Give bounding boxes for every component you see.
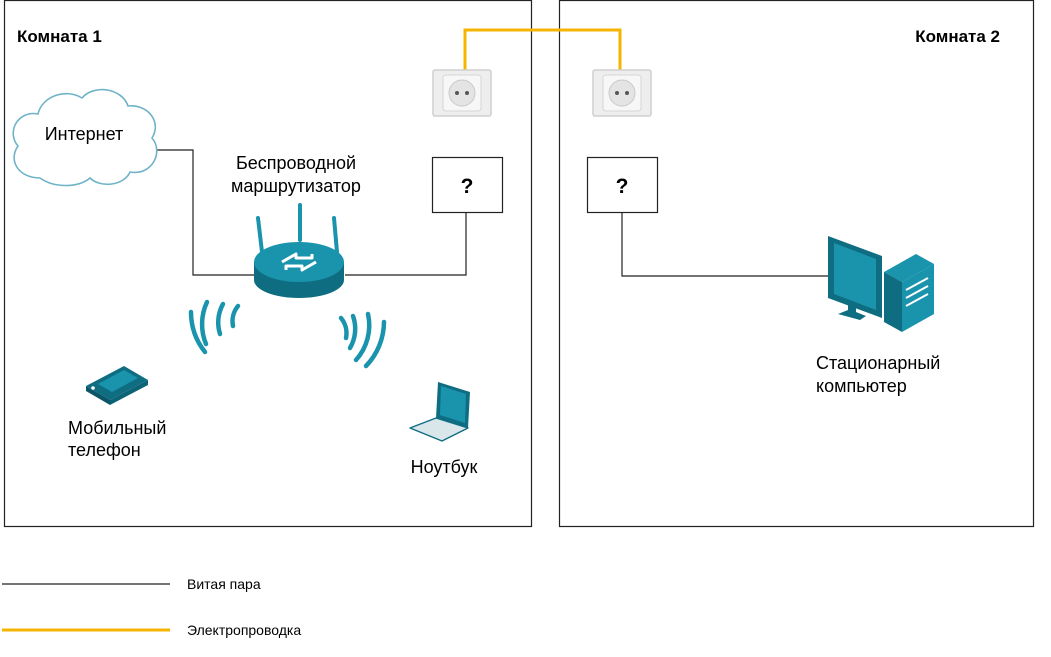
room-2-title: Комната 2 (915, 27, 1000, 46)
adapter-2-label: ? (616, 175, 629, 198)
legend-power-wiring-label: Электропроводка (187, 622, 301, 638)
mobile-label-line-1: Мобильный (68, 418, 166, 438)
mobile-phone-icon (86, 366, 148, 405)
power-wiring-line (463, 28, 622, 74)
router-label-line-1: Беспроводной (236, 153, 356, 173)
cable-internet-router (152, 149, 255, 276)
wifi-waves-left-icon (188, 299, 241, 355)
desktop-label-line-1: Стационарный (816, 353, 940, 373)
room-1-title: Комната 1 (17, 27, 102, 46)
power-socket-room-1-icon (432, 69, 492, 117)
room-1-frame (3, 0, 533, 528)
unknown-adapter-room-1: ? (431, 156, 504, 214)
router-label-line-2: маршрутизатор (231, 176, 361, 196)
wireless-router-icon (254, 203, 344, 298)
room-2-frame (558, 0, 1035, 528)
laptop-label: Ноутбук (411, 457, 478, 477)
internet-cloud-icon: Интернет (12, 88, 158, 187)
power-socket-room-2-icon (592, 69, 652, 117)
desktop-label-line-2: компьютер (816, 376, 907, 396)
cable-router-adapter1 (345, 212, 467, 276)
unknown-adapter-room-2: ? (586, 156, 659, 214)
legend: Витая пара Электропроводка (2, 576, 301, 638)
legend-twisted-pair-label: Витая пара (187, 576, 261, 592)
laptop-icon (409, 382, 470, 442)
cable-adapter2-desktop (621, 212, 828, 277)
mobile-label-line-2: телефон (68, 440, 141, 460)
internet-label: Интернет (45, 124, 124, 144)
adapter-1-label: ? (461, 175, 474, 198)
wifi-waves-right-icon (338, 311, 387, 369)
desktop-computer-icon (828, 236, 934, 332)
